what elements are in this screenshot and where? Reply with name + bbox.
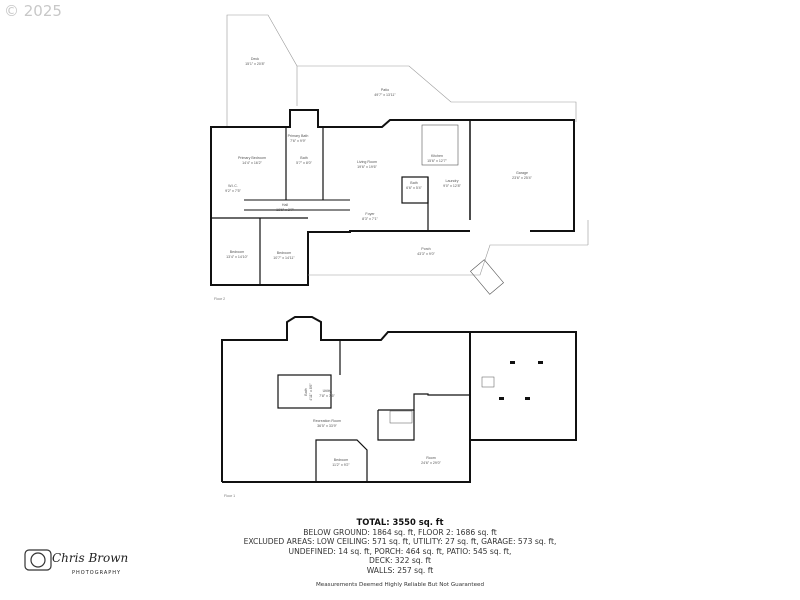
summary-line: EXCLUDED AREAS: LOW CEILING: 571 sq. ft,… xyxy=(243,537,557,547)
summary-line: DECK: 322 sq. ft xyxy=(369,556,431,566)
porch-outline xyxy=(308,244,588,276)
room-dims: 43'3" x 9'0" xyxy=(417,252,435,256)
porch-stairs-icon xyxy=(470,259,504,295)
wall-segment xyxy=(481,376,495,388)
wall-segment xyxy=(525,397,530,400)
room-dims: 23'6" x 25'4" xyxy=(512,176,532,180)
room-dims: 5'7" x 8'0" xyxy=(296,161,312,165)
room-label: Recreation Room xyxy=(313,419,341,423)
wall-segment xyxy=(538,361,543,364)
total-area: TOTAL: 3550 sq. ft xyxy=(356,517,444,527)
floor-1-plan: Bath 4'11" x 8'6" Utility 7'8" x 7'5" Re… xyxy=(221,316,577,498)
wall-segment xyxy=(499,397,504,400)
room-dims: 13'4" x 14'10" xyxy=(226,255,248,259)
floor-1-label: Floor 1 xyxy=(224,494,235,498)
room-dims: 8'3" x 7'1" xyxy=(362,217,378,221)
wall-segment xyxy=(315,439,368,482)
room-dims: 7'6" x 9'9" xyxy=(290,139,306,143)
wall-segment xyxy=(210,230,470,286)
room-label: Laundry xyxy=(446,179,459,183)
room-label: Bath xyxy=(300,156,307,160)
room-dims: 24'6" x 29'0" xyxy=(421,461,441,465)
low-ceiling-area xyxy=(469,331,577,441)
room-dims: 18'6" x 3'7" xyxy=(276,208,294,212)
room-dims: 4'11" x 8'6" xyxy=(309,383,313,401)
room-dims: 10'7" x 14'11" xyxy=(273,256,295,260)
summary-line: UNDEFINED: 14 sq. ft, PORCH: 464 sq. ft,… xyxy=(288,546,512,556)
room-dims: 14'4" x 16'2" xyxy=(242,161,262,165)
wall-segment xyxy=(377,410,415,441)
summary-line: BELOW GROUND: 1864 sq. ft, FLOOR 2: 1686… xyxy=(303,527,497,537)
room-label: Kitchen xyxy=(431,154,443,158)
room-dims: 36'5" x 33'9" xyxy=(317,424,337,428)
summary-line: WALLS: 257 sq. ft xyxy=(366,565,434,575)
room-label: Patio xyxy=(381,88,389,92)
room-label: Deck xyxy=(251,57,259,61)
area-summary: TOTAL: 3550 sq. ft BELOW GROUND: 1864 sq… xyxy=(0,517,800,590)
wall-segment xyxy=(24,549,52,571)
wall-segment xyxy=(277,374,332,409)
logo-sub: PHOTOGRAPHY xyxy=(72,570,121,576)
patio-outline xyxy=(297,65,577,122)
room-label: Primary Bedroom xyxy=(238,156,266,160)
wall-segment xyxy=(421,124,459,166)
room-label: Bedroom xyxy=(277,251,292,255)
room-label: Bedroom xyxy=(334,458,349,462)
room-label: Utility xyxy=(323,389,332,393)
room-label: Foyer xyxy=(365,212,375,216)
wall-segment xyxy=(30,552,46,568)
copyright-watermark: © 2025 xyxy=(4,2,62,20)
room-label: Porch xyxy=(421,247,430,251)
room-dims: 9'0" x 12'8" xyxy=(443,184,461,188)
deck-outline xyxy=(226,14,298,127)
room-label: Hall xyxy=(282,203,288,207)
photographer-logo: Chris Brown PHOTOGRAPHY xyxy=(22,544,132,578)
room-dims: 11'2" x 9'2" xyxy=(332,463,350,467)
wall-segment xyxy=(510,361,515,364)
disclaimer: Measurements Deemed Highly Reliable But … xyxy=(315,581,485,588)
room-label: Bedroom xyxy=(230,250,245,254)
floor-2-plan: Deck 15'1" x 20'8" Patio 49'7" x 13'11" … xyxy=(210,14,589,301)
room-dims: 9'2" x 7'5" xyxy=(225,189,241,193)
room-label: Room xyxy=(426,456,436,460)
floor-2-label: Floor 2 xyxy=(214,297,225,301)
logo-name: Chris Brown xyxy=(52,551,128,565)
room-label: W.I.C. xyxy=(228,184,238,188)
room-dims: 19'6" x 19'6" xyxy=(357,165,377,169)
room-label: Bath xyxy=(304,388,308,395)
room-dims: 7'8" x 7'5" xyxy=(319,394,335,398)
room-label: Primary Bath xyxy=(288,134,309,138)
room-label: Garage xyxy=(516,171,528,175)
room-label: Bath xyxy=(410,181,417,185)
floor2-exterior-wall xyxy=(210,109,575,232)
room-dims: 6'6" x 5'4" xyxy=(406,186,422,190)
stairs-icon xyxy=(389,410,413,424)
room-label: Living Room xyxy=(357,160,377,164)
wall-segment xyxy=(378,393,470,411)
room-dims: 15'6" x 12'7" xyxy=(427,159,447,163)
room-dims: 49'7" x 13'11" xyxy=(374,93,396,97)
room-dims: 15'1" x 20'8" xyxy=(245,62,265,66)
